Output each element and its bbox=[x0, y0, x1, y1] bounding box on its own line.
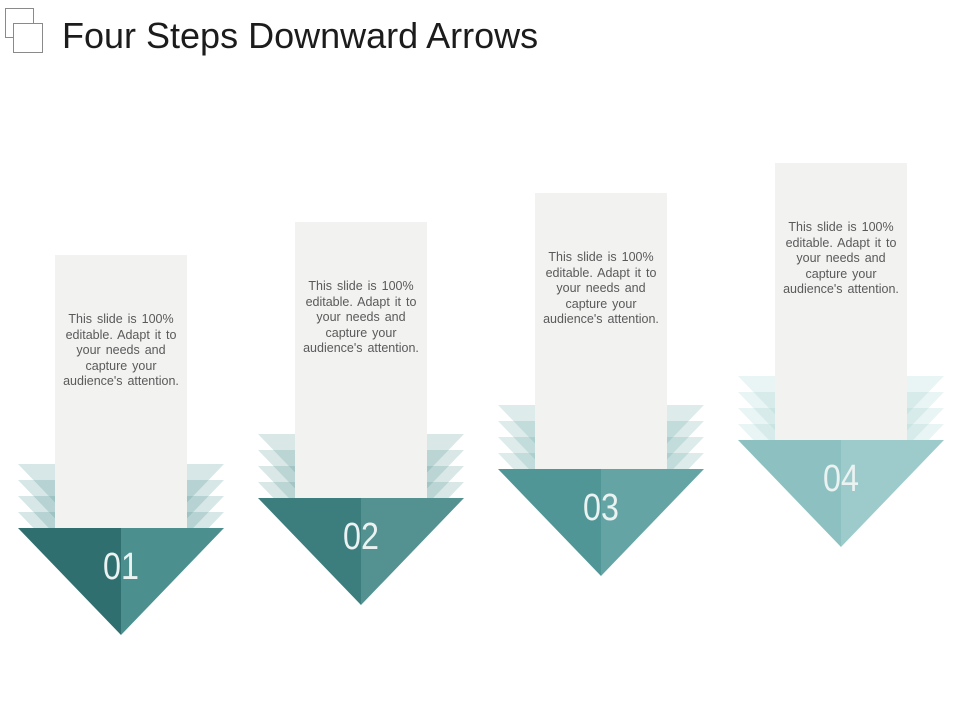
down-arrow-shape: 02 bbox=[258, 498, 464, 605]
down-arrow-shape: 03 bbox=[498, 469, 704, 576]
step-text-card: This slide is 100% editable. Adapt it to… bbox=[295, 222, 427, 498]
step-description: This slide is 100% editable. Adapt it to… bbox=[63, 312, 179, 388]
step-number: 02 bbox=[343, 516, 379, 558]
step-description: This slide is 100% editable. Adapt it to… bbox=[303, 279, 419, 355]
icon-square-front bbox=[13, 23, 43, 53]
step-text-card: This slide is 100% editable. Adapt it to… bbox=[775, 163, 907, 440]
step-number: 01 bbox=[103, 546, 139, 588]
page-title: Four Steps Downward Arrows bbox=[62, 15, 539, 56]
overlapping-squares-icon bbox=[5, 8, 45, 54]
step-description: This slide is 100% editable. Adapt it to… bbox=[543, 250, 659, 326]
step-number: 03 bbox=[583, 487, 619, 529]
down-arrow-shape: 04 bbox=[738, 440, 944, 547]
step-description: This slide is 100% editable. Adapt it to… bbox=[783, 220, 899, 296]
down-arrow-shape: 01 bbox=[18, 528, 224, 635]
step-number: 04 bbox=[823, 458, 859, 500]
step-text-card: This slide is 100% editable. Adapt it to… bbox=[535, 193, 667, 469]
step-text-card: This slide is 100% editable. Adapt it to… bbox=[55, 255, 187, 528]
